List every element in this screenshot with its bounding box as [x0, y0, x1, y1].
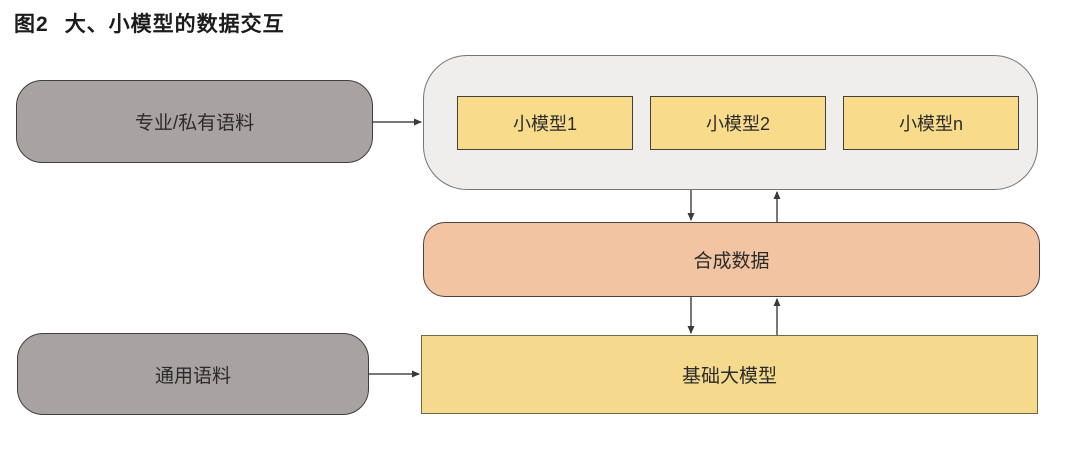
- figure-title: 图2 大、小模型的数据交互: [14, 8, 285, 38]
- node-foundation-model-label: 基础大模型: [681, 366, 777, 387]
- node-foundation-model: 基础大模型: [421, 335, 1038, 414]
- node-small-model-1: 小模型1: [457, 95, 633, 150]
- small-models-container: 小模型1 小模型2 小模型n: [423, 55, 1038, 190]
- node-general-corpus: 通用语料: [17, 333, 369, 415]
- node-small-model-1-label: 小模型1: [512, 113, 577, 134]
- node-small-model-n-label: 小模型n: [898, 113, 963, 134]
- node-small-model-2-label: 小模型2: [705, 113, 770, 134]
- node-small-model-n: 小模型n: [843, 95, 1019, 150]
- figure-number: 图2: [14, 13, 49, 36]
- node-synthetic-data: 合成数据: [423, 222, 1040, 297]
- node-small-model-2: 小模型2: [650, 95, 826, 150]
- figure-caption: 大、小模型的数据交互: [64, 13, 285, 36]
- node-general-corpus-label: 通用语料: [154, 365, 231, 387]
- node-professional-corpus-label: 专业/私有语料: [134, 113, 255, 134]
- node-professional-corpus: 专业/私有语料: [16, 80, 373, 163]
- node-synthetic-data-label: 合成数据: [693, 251, 770, 272]
